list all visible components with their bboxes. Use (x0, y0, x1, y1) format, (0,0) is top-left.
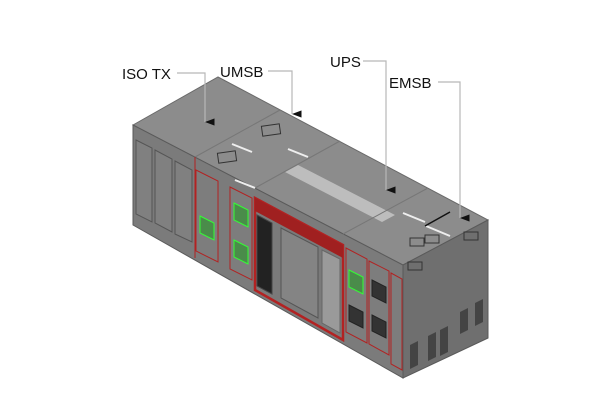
roof-seam (342, 187, 429, 235)
container-end-face (402, 219, 489, 379)
roof-seam (254, 140, 341, 189)
label-iso-tx: ISO TX (122, 66, 171, 83)
end-vents (410, 299, 483, 369)
label-emsb: EMSB (389, 75, 432, 92)
breaker-black (371, 279, 387, 304)
roof-highlight (425, 225, 451, 237)
breaker-green (233, 239, 249, 265)
roof-hatch (424, 234, 440, 244)
roof-highlight (231, 143, 253, 153)
umsb-section (195, 169, 253, 281)
ups-rack-door (256, 214, 273, 295)
roof-hatch (216, 150, 238, 164)
callout-iso-tx: ISO TX (122, 66, 215, 126)
roof-hatch (407, 261, 423, 271)
breaker-green (348, 269, 364, 295)
roof-highlight (402, 212, 426, 223)
roof-hatch (409, 237, 425, 247)
breaker-green (233, 202, 249, 228)
roof-highlight (287, 148, 309, 158)
breaker-green (199, 215, 215, 241)
breaker-black (348, 304, 364, 329)
ups-control-door (280, 227, 319, 319)
label-umsb: UMSB (220, 64, 263, 81)
breaker-black (371, 314, 387, 339)
roof-hatch (260, 123, 282, 137)
callout-ups: UPS (330, 54, 396, 194)
ups-vent-door (321, 249, 341, 334)
label-ups: UPS (330, 54, 361, 71)
roof-seam (194, 109, 281, 158)
container-body (131, 76, 490, 379)
roof-skylight-strip (285, 165, 395, 222)
roof-highlight (234, 179, 256, 189)
ups-section (253, 195, 345, 343)
iso-tx-section (135, 139, 193, 243)
emsb-section (345, 247, 403, 371)
roof-partition (424, 211, 451, 227)
callout-umsb: UMSB (220, 64, 302, 118)
callout-emsb: EMSB (389, 75, 470, 222)
roof-hatch (463, 231, 479, 241)
